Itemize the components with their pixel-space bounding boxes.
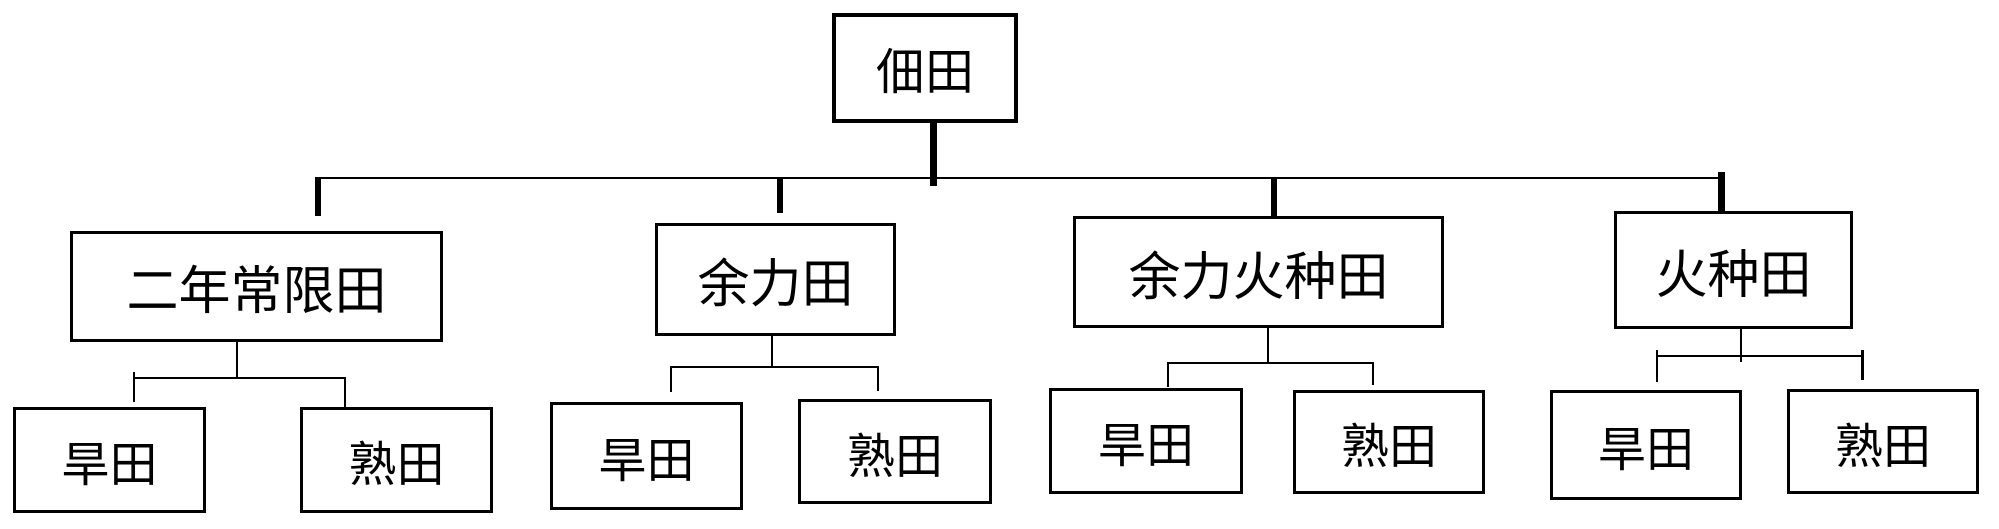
branch2-left-drop-line — [670, 366, 672, 392]
branch-node-label-2: 余力田 — [697, 255, 854, 315]
branch4-left-drop-line — [1656, 350, 1658, 382]
level1-bus-line — [316, 177, 1724, 179]
branch2-drop-line — [777, 177, 783, 213]
leaf-node-label-1a: 旱田 — [61, 437, 158, 493]
root-node-box: 佃田 — [832, 13, 1018, 123]
branch-node-box-3: 余力火种田 — [1073, 216, 1444, 328]
branch1-right-drop-line — [344, 377, 346, 408]
leaf-node-box-1a: 旱田 — [13, 407, 206, 513]
leaf-node-box-2b: 熟田 — [798, 399, 992, 504]
leaf-node-label-4a: 旱田 — [1597, 422, 1694, 478]
leaf-node-label-1b: 熟田 — [348, 437, 445, 493]
branch4-right-drop-line — [1861, 350, 1864, 380]
leaf-node-label-4b: 熟田 — [1834, 418, 1931, 475]
branch3-stub-line — [1267, 328, 1269, 364]
branch-node-label-4: 火种田 — [1655, 245, 1812, 306]
leaf-node-box-4b: 熟田 — [1787, 389, 1979, 494]
root-node-label: 佃田 — [875, 43, 974, 101]
branch3-drop-line — [1271, 177, 1277, 217]
branch-node-box-4: 火种田 — [1614, 211, 1853, 329]
branch2-stub-line — [771, 336, 773, 367]
branch1-stub-line — [236, 342, 238, 378]
branch4-stub-line — [1740, 329, 1742, 362]
branch3-children-bus-line — [1167, 362, 1374, 364]
branch4-drop-line — [1718, 172, 1725, 212]
leaf-node-label-2a: 旱田 — [598, 433, 695, 489]
branch1-drop-line — [315, 177, 321, 216]
branch-node-label-3: 余力火种田 — [1128, 247, 1389, 308]
branch3-left-drop-line — [1167, 362, 1169, 387]
branch-node-box-1: 二年常限田 — [70, 231, 443, 342]
branch1-children-bus-line — [133, 377, 346, 379]
branch1-left-drop-line — [133, 372, 135, 402]
leaf-node-box-3b: 熟田 — [1293, 390, 1485, 494]
leaf-node-label-3b: 熟田 — [1340, 419, 1437, 475]
branch-node-label-1: 二年常限田 — [126, 262, 387, 322]
leaf-node-label-3a: 旱田 — [1097, 418, 1194, 474]
branch2-right-drop-line — [877, 366, 879, 391]
root-drop-line — [930, 123, 937, 186]
leaf-node-box-1b: 熟田 — [300, 407, 493, 513]
branch2-children-bus-line — [670, 366, 879, 368]
leaf-node-box-4a: 旱田 — [1550, 390, 1742, 500]
leaf-node-box-3a: 旱田 — [1049, 388, 1243, 494]
leaf-node-box-2a: 旱田 — [550, 402, 743, 510]
leaf-node-label-2b: 熟田 — [846, 428, 943, 485]
branch4-children-bus-line — [1656, 355, 1863, 357]
branch3-right-drop-line — [1372, 362, 1374, 385]
branch-node-box-2: 余力田 — [655, 223, 896, 336]
